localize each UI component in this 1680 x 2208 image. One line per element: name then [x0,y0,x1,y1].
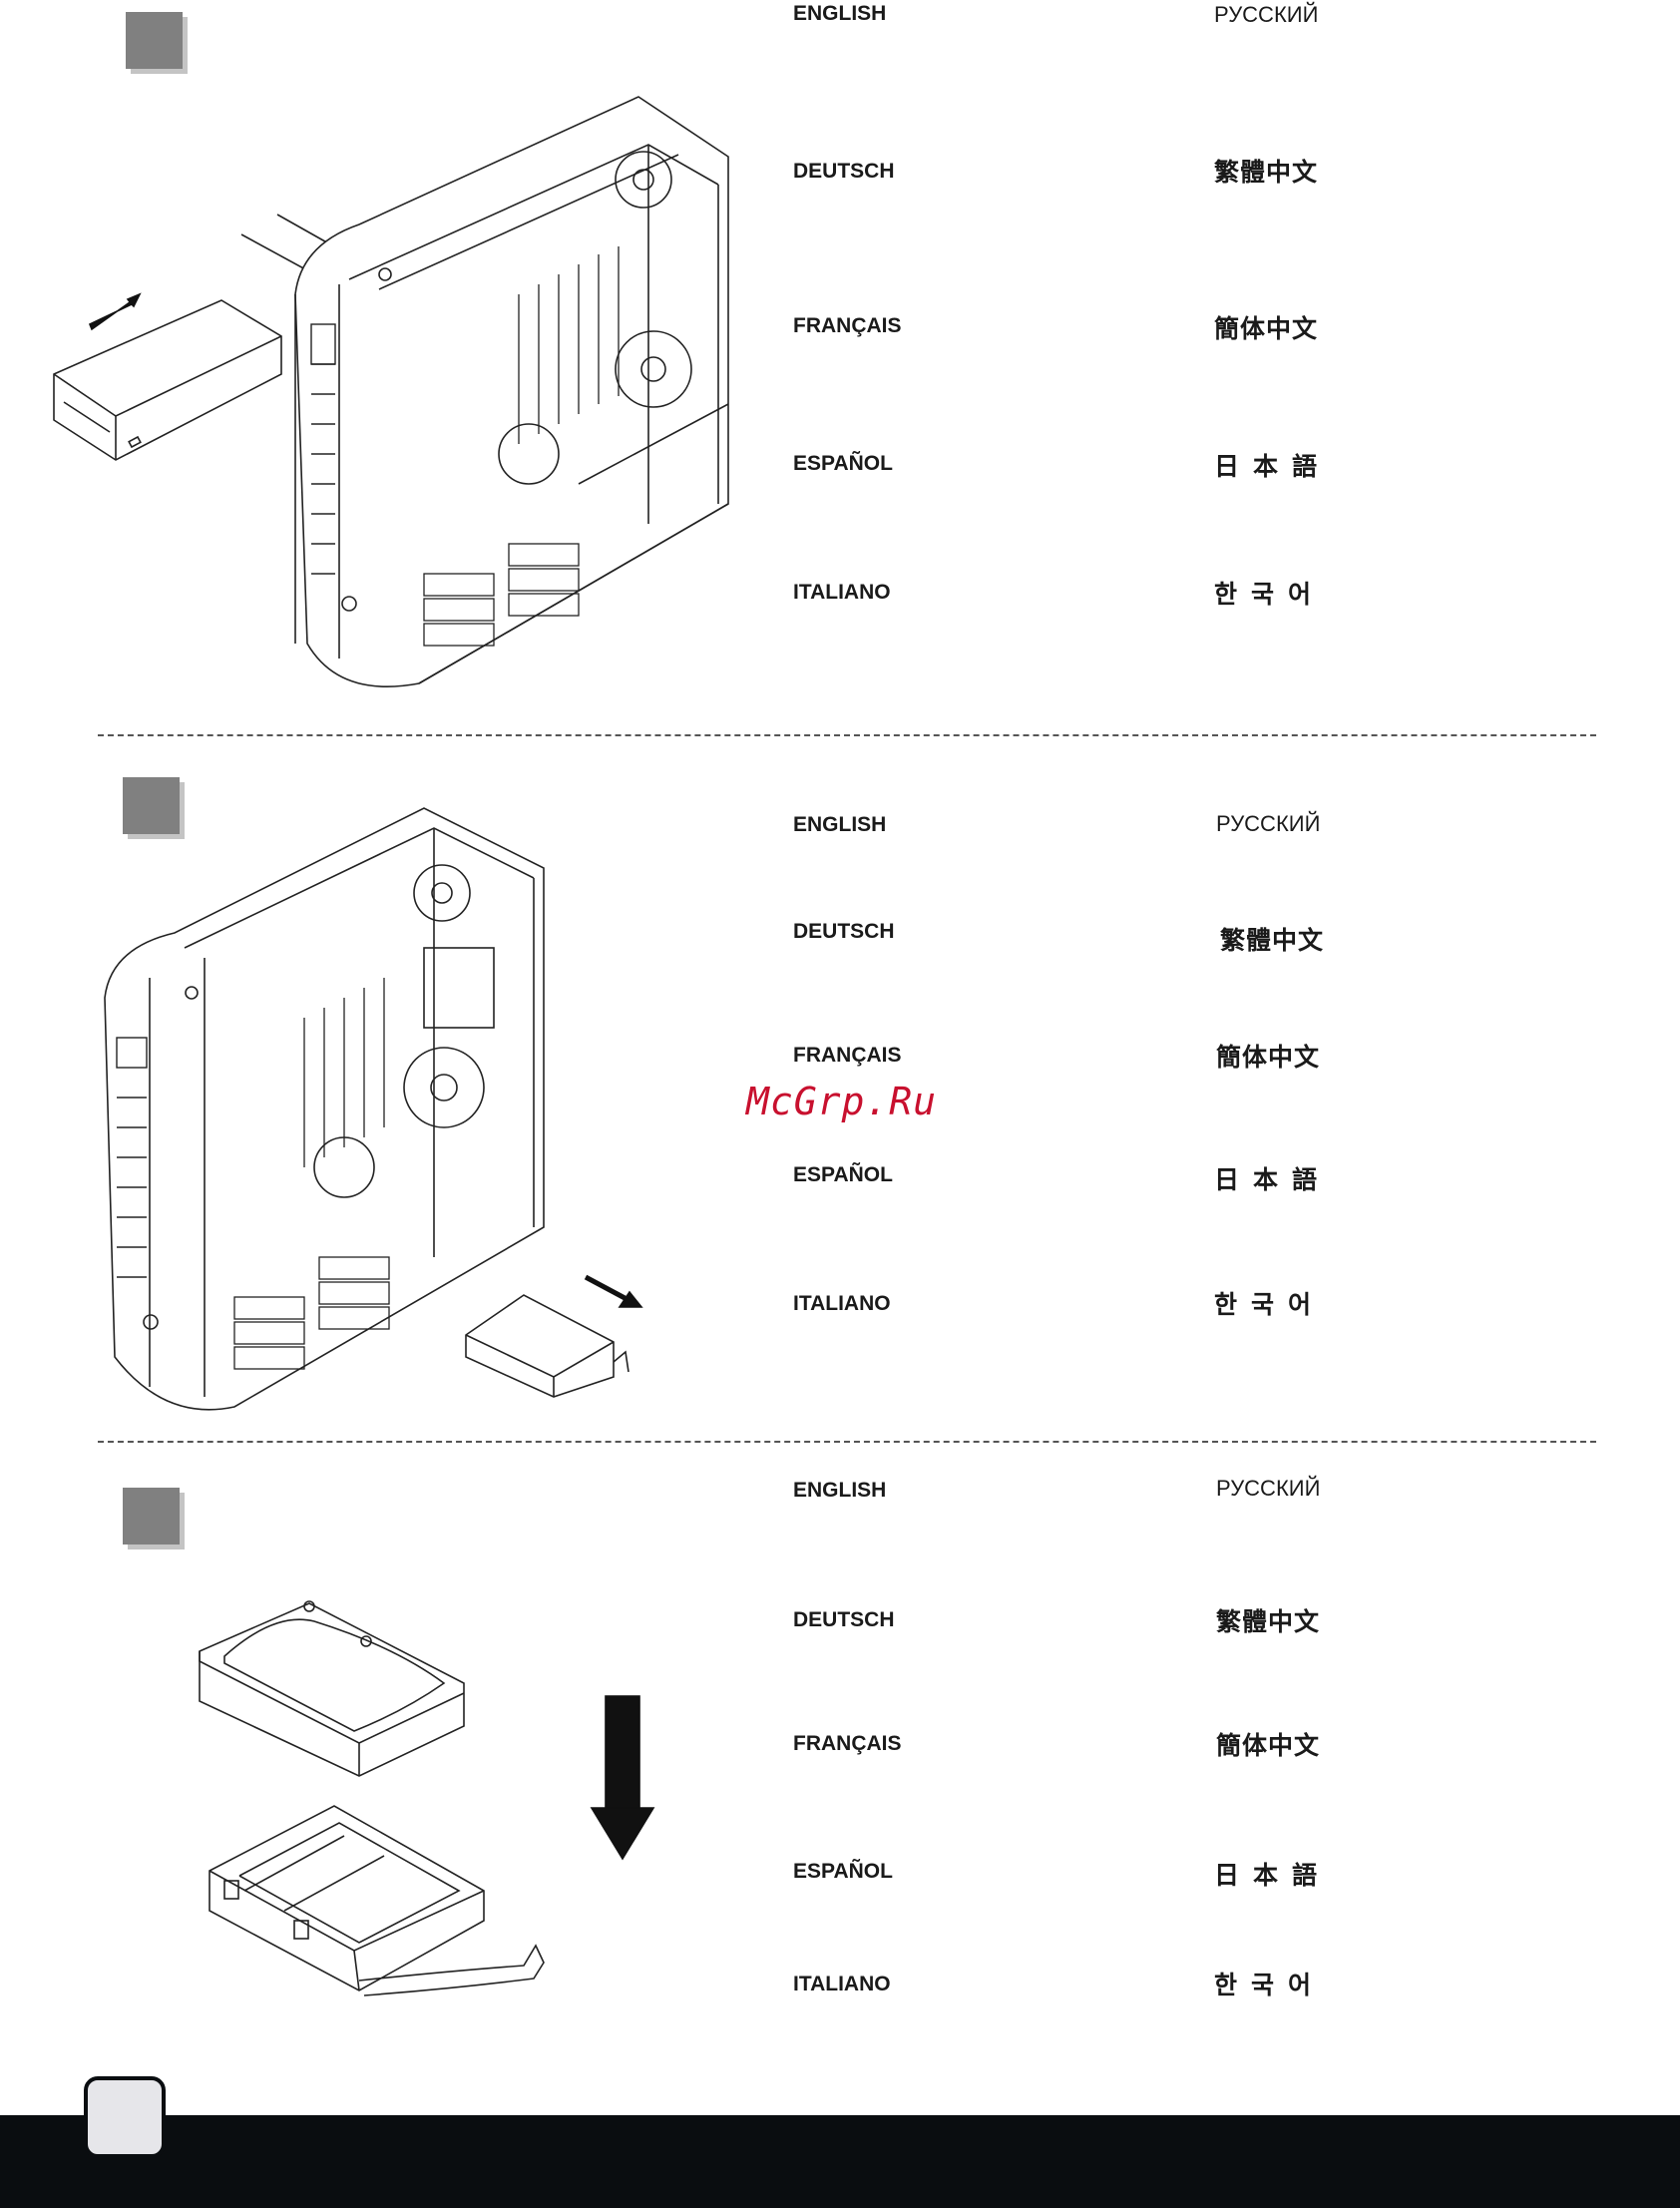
lang-russian: РУССКИЙ [1216,1476,1320,1502]
lang-traditional-chinese: 繁體中文 [1214,153,1318,189]
footer-bar [0,2115,1680,2208]
lang-simplified-chinese: 簡体中文 [1216,1038,1320,1074]
lang-japanese: 日本語 [1214,1160,1331,1196]
lang-francais: FRANÇAIS [793,1732,902,1756]
lang-francais: FRANÇAIS [793,1044,902,1068]
lang-english: ENGLISH [793,2,886,26]
lang-simplified-chinese: 簡体中文 [1216,1726,1320,1762]
section-divider-1 [98,734,1596,736]
page-number-tab [84,2076,166,2158]
optical-drive-insert-icon [40,85,748,693]
drive-tray-removal-icon [95,798,653,1417]
lang-francais: FRANÇAIS [793,314,902,338]
lang-russian: РУССКИЙ [1214,2,1318,28]
lang-italiano: ITALIANO [793,1292,891,1316]
lang-espanol: ESPAÑOL [793,452,893,476]
lang-japanese: 日本語 [1214,1856,1331,1892]
lang-korean: 한국어 [1214,1966,1325,2001]
lang-espanol: ESPAÑOL [793,1860,893,1884]
lang-russian: РУССКИЙ [1216,811,1320,837]
step-marker-3 [123,1488,180,1545]
lang-english: ENGLISH [793,813,886,837]
lang-espanol: ESPAÑOL [793,1163,893,1187]
lang-italiano: ITALIANO [793,581,891,605]
lang-japanese: 日本語 [1214,447,1331,483]
step-marker-1 [126,12,183,69]
section-divider-2 [98,1441,1596,1443]
watermark-text: McGrp.Ru [746,1080,937,1123]
lang-traditional-chinese: 繁體中文 [1220,921,1324,957]
hard-drive-into-tray-icon [195,1591,673,2010]
lang-traditional-chinese: 繁體中文 [1216,1602,1320,1638]
lang-deutsch: DEUTSCH [793,920,895,944]
lang-english: ENGLISH [793,1479,886,1503]
lang-italiano: ITALIANO [793,1973,891,1996]
lang-korean: 한국어 [1214,1285,1325,1321]
lang-korean: 한국어 [1214,575,1325,611]
lang-deutsch: DEUTSCH [793,160,895,184]
lang-simplified-chinese: 簡体中文 [1214,309,1318,345]
lang-deutsch: DEUTSCH [793,1608,895,1632]
